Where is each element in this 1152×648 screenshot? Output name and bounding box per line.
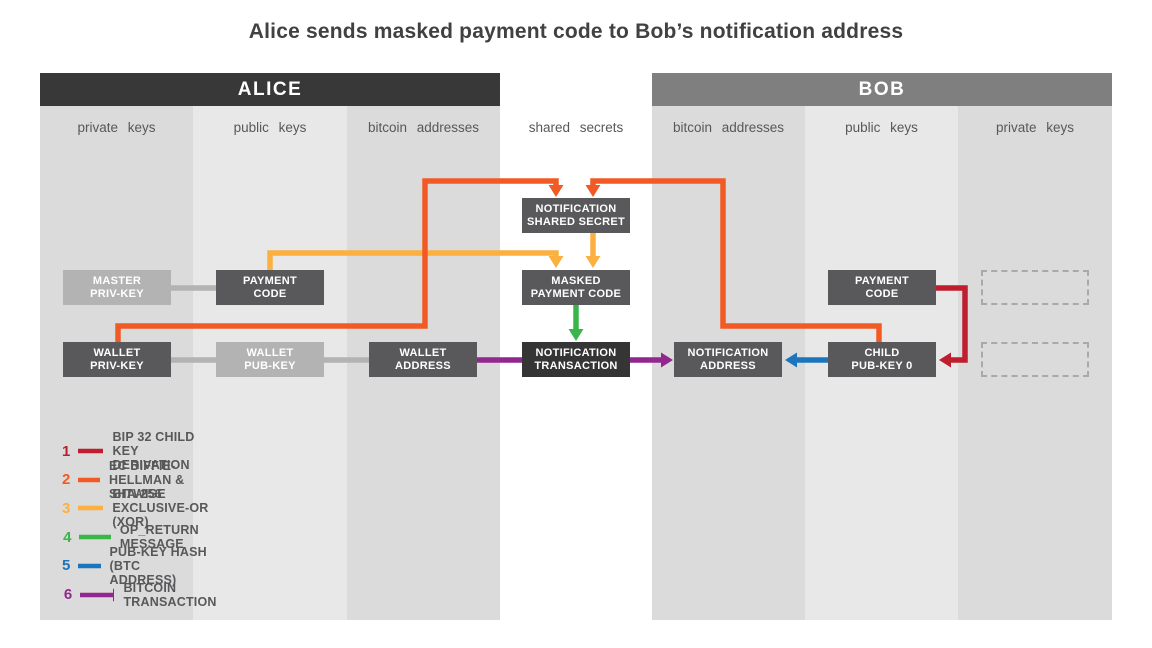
ecdh-arrow-from-child-pub-key-head [585, 185, 601, 197]
xor-arrow-from-alice-payment-code [267, 250, 559, 271]
node-bob-priv-key-placeholder-1 [981, 270, 1089, 305]
legend-label: PUB-KEY HASH (BTC ADDRESS) [109, 544, 207, 587]
green-arrow-icon [79, 534, 111, 540]
column-label-alice-private-keys: private keys [77, 120, 156, 135]
legend-number: 5 [62, 557, 71, 575]
legend-number: 6 [63, 586, 73, 603]
legend-number: 1 [62, 442, 71, 460]
ecdh-arrow-from-child-pub-key [590, 178, 882, 343]
legend-number: 3 [62, 499, 71, 517]
column-label-alice-public-keys: public keys [233, 120, 307, 135]
diagram-title: Alice sends masked payment code to Bob’s… [248, 20, 904, 43]
node-master-priv-key: MASTER PRIV-KEY [63, 270, 171, 305]
blue-arrow-icon [78, 563, 101, 569]
bitcoin-tx-arrow-to-notification-address-head [661, 352, 673, 368]
legend-item-3: 3 BITWISE EXCLUSIVE-OR (XOR) [62, 487, 217, 529]
legend-item-6: 6 BITCOIN TRANSACTION [62, 581, 233, 609]
node-notification-address: NOTIFICATION ADDRESS [674, 342, 782, 377]
legend-item-5: 5 PUB-KEY HASH (BTC ADDRESS) [62, 545, 207, 587]
node-child-pub-key-0: CHILD PUB-KEY 0 [828, 342, 936, 377]
legend-label: BITWISE EXCLUSIVE-OR (XOR) [112, 487, 209, 530]
node-bob-priv-key-placeholder-2 [981, 342, 1089, 377]
bob-private-keys-column [958, 106, 1112, 620]
node-notification-transaction: NOTIFICATION TRANSACTION [522, 342, 630, 377]
pubkey-hash-arrow-head [785, 352, 797, 368]
column-label-alice-bitcoin-addresses: bitcoin addresses [367, 120, 480, 135]
legend-label: BITCOIN TRANSACTION [123, 580, 217, 609]
xor-arrow-from-alice-payment-code-head [548, 256, 564, 268]
alice-header: ALICE [40, 73, 500, 106]
column-label-bob-bitcoin-addresses: bitcoin addresses [672, 120, 785, 135]
orange-arrow-icon [78, 477, 100, 482]
ecdh-arrow-from-wallet-priv-key [115, 178, 559, 343]
node-bob-payment-code: PAYMENT CODE [828, 270, 936, 305]
legend-item-4: 4 OP_RETURN MESSAGE [62, 523, 219, 551]
column-label-bob-private-keys: private keys [995, 120, 1075, 135]
node-wallet-address: WALLET ADDRESS [369, 342, 477, 377]
node-wallet-priv-key: WALLET PRIV-KEY [63, 342, 171, 377]
legend-label: BIP 32 CHILD KEY DERIVATION [112, 430, 195, 472]
legend-label: EC DIFFIE-HELLMAN & SHA-256 [108, 458, 185, 501]
red-arrow-icon [78, 448, 104, 454]
legend-item-2: 2 EC DIFFIE-HELLMAN & SHA-256 [62, 459, 203, 501]
yellow-arrow-icon [78, 506, 104, 511]
node-notification-shared-secret: NOTIFICATION SHARED SECRET [522, 198, 630, 233]
op-return-arrow-head [568, 329, 584, 341]
ecdh-arrow-from-wallet-priv-key-head [548, 185, 564, 197]
legend-number: 4 [63, 528, 72, 546]
bip32-derivation-arrow [935, 285, 968, 363]
xor-arrow-from-shared-secret-head [585, 256, 601, 268]
legend-label: OP_RETURN MESSAGE [119, 523, 199, 552]
node-masked-payment-code: MASKED PAYMENT CODE [522, 270, 630, 305]
bip32-derivation-arrow-head [939, 352, 951, 368]
legend-item-1: 1 BIP 32 CHILD KEY DERIVATION [62, 430, 217, 472]
purple-arrow-icon [80, 588, 115, 601]
column-label-bob-public-keys: public keys [845, 120, 918, 135]
node-alice-payment-code: PAYMENT CODE [216, 270, 324, 305]
node-wallet-pub-key: WALLET PUB-KEY [216, 342, 324, 377]
bob-header: BOB [652, 73, 1112, 106]
legend-number: 2 [62, 471, 71, 489]
column-label-shared-secrets: shared secrets [528, 120, 624, 135]
